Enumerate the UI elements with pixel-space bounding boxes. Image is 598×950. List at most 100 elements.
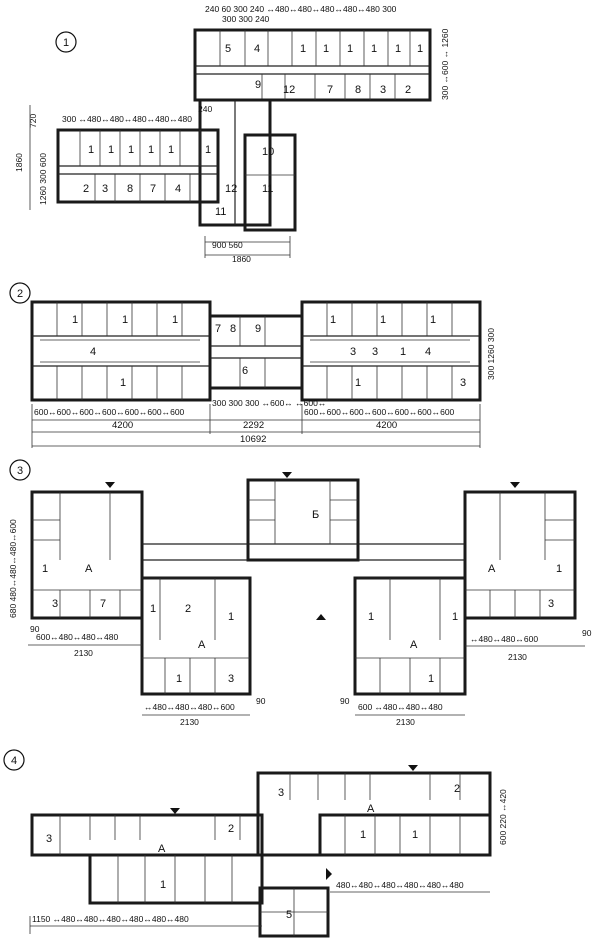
plan-number-label: 1 xyxy=(63,37,69,49)
plan-label: 4 xyxy=(90,346,96,358)
plan-label: 5 xyxy=(286,909,292,921)
plan-label: 3 xyxy=(228,673,234,685)
plan-label: 90 xyxy=(582,628,592,638)
plan-label: 4 xyxy=(175,183,181,195)
plan-label: 1 xyxy=(72,314,78,326)
plan-label: 1 xyxy=(128,144,134,156)
plan-1-block-10 xyxy=(243,133,297,232)
plan-label: 680 480↔480↔480↔600 xyxy=(8,519,18,618)
plan-label: 1 xyxy=(380,314,386,326)
plan-4-right-lower xyxy=(318,813,492,857)
plan-label: 900 560 xyxy=(212,240,243,250)
plan-number-circle xyxy=(9,282,31,304)
plan-label: 1 xyxy=(300,43,306,55)
plan-label: 1860 xyxy=(14,153,24,172)
plan-label: 3 xyxy=(460,377,466,389)
plan-label: 3 xyxy=(372,346,378,358)
plan-label: 1 xyxy=(368,611,374,623)
plan-label: 9 xyxy=(255,323,261,335)
plan-label: 3 xyxy=(278,787,284,799)
plan-label: 3 xyxy=(52,598,58,610)
plan-label: ↔480↔480↔480↔600 xyxy=(144,702,235,712)
plan-label: 5 xyxy=(225,43,231,55)
plan-4: 4 3 A 2 1 xyxy=(3,749,508,938)
plan-label: 1860 xyxy=(232,254,251,264)
plan-number-label: 2 xyxy=(17,288,23,300)
plan-label: 1 xyxy=(355,377,361,389)
plan-label: 2 xyxy=(83,183,89,195)
plan-label: 300 300 240 xyxy=(222,14,270,24)
plan-label: 4200 xyxy=(112,420,133,431)
plan-label: 600↔600↔600↔600↔600↔600↔600 xyxy=(34,407,185,417)
plan-label: 7 xyxy=(100,598,106,610)
plan-number-circle xyxy=(3,749,25,771)
plan-4-left-lower xyxy=(88,853,264,905)
plan-label: 600 220 ↔420 xyxy=(498,789,508,845)
plan-4-left-upper xyxy=(30,813,264,857)
plan-label: 1 xyxy=(150,603,156,615)
plan-1: 1 xyxy=(14,4,450,264)
plan-label: 7 xyxy=(150,183,156,195)
plan-label: 1 xyxy=(360,829,366,841)
plan-label: 300 1260 300 xyxy=(486,328,496,380)
plan-label: 2292 xyxy=(243,420,264,431)
plan-label: 1 xyxy=(371,43,377,55)
plan-number-circle xyxy=(9,459,31,481)
plan-label: 2 xyxy=(185,603,191,615)
plan-label: A xyxy=(367,803,375,815)
plan-label: 1 xyxy=(160,879,166,891)
plan-label: 2 xyxy=(454,783,460,795)
plan-label: 2 xyxy=(405,84,411,96)
plan-label: 3 xyxy=(548,598,554,610)
plan-label: 90 xyxy=(340,696,350,706)
plan-label: 300 300 300 ↔600↔ ↔600↔ xyxy=(212,398,326,408)
plan-label: 11 xyxy=(215,206,226,218)
plan-label: 4 xyxy=(425,346,431,358)
plan-label: 3 xyxy=(350,346,356,358)
plan-label: 7 xyxy=(327,84,333,96)
plan-label: 1 xyxy=(412,829,418,841)
plan-number-label: 3 xyxy=(17,465,23,477)
plan-label: 3 xyxy=(46,833,52,845)
plan-2-right-block xyxy=(300,300,482,402)
plan-label: A xyxy=(85,563,93,575)
plan-label: Б xyxy=(312,509,319,521)
plan-label: 1 xyxy=(452,611,458,623)
plan-3-left-block xyxy=(30,490,144,620)
plan-2: 2 1 1 1 xyxy=(9,282,496,448)
plan-label: 3 xyxy=(102,183,108,195)
plan-label: 2130 xyxy=(180,717,199,727)
plan-label: 300 ↔480↔480↔480↔480↔480 xyxy=(62,114,192,124)
plan-label: 1 xyxy=(228,611,234,623)
plan-label: 1 xyxy=(168,144,174,156)
plan-label: 1 xyxy=(428,673,434,685)
plan-label: 480↔480↔480↔480↔480↔480 xyxy=(336,880,464,890)
plan-label: 1 xyxy=(400,346,406,358)
plan-label: 90 xyxy=(30,624,40,634)
plan-label: 1 xyxy=(42,563,48,575)
plan-label: 3 xyxy=(380,84,386,96)
plan-label: 2130 xyxy=(508,652,527,662)
plan-label: 1 xyxy=(172,314,178,326)
plan-number-circle xyxy=(55,31,77,53)
plan-label: 1 xyxy=(176,673,182,685)
plan-label: 1 xyxy=(88,144,94,156)
plan-label: 1 xyxy=(323,43,329,55)
plan-label: 90 xyxy=(256,696,266,706)
plan-label: 720 xyxy=(28,114,38,128)
plan-label: 1 xyxy=(330,314,336,326)
plan-label: 8 xyxy=(230,323,236,335)
plan-label: 8 xyxy=(127,183,133,195)
plan-label: 1 xyxy=(122,314,128,326)
plan-label: A xyxy=(488,563,496,575)
plan-label: 1 xyxy=(395,43,401,55)
plan-label: 600↔480↔480↔480 xyxy=(36,632,119,642)
plan-label: 1260 300 600 xyxy=(38,153,48,205)
plan-label: 1 xyxy=(417,43,423,55)
plan-label: 12 xyxy=(225,183,237,195)
plan-label: A xyxy=(198,639,206,651)
plan-number-label: 4 xyxy=(11,755,17,767)
plan-label: 10 xyxy=(262,146,274,158)
plan-label: 4 xyxy=(254,43,260,55)
plan-label: 600↔600↔600↔600↔600↔600↔600 xyxy=(304,407,455,417)
